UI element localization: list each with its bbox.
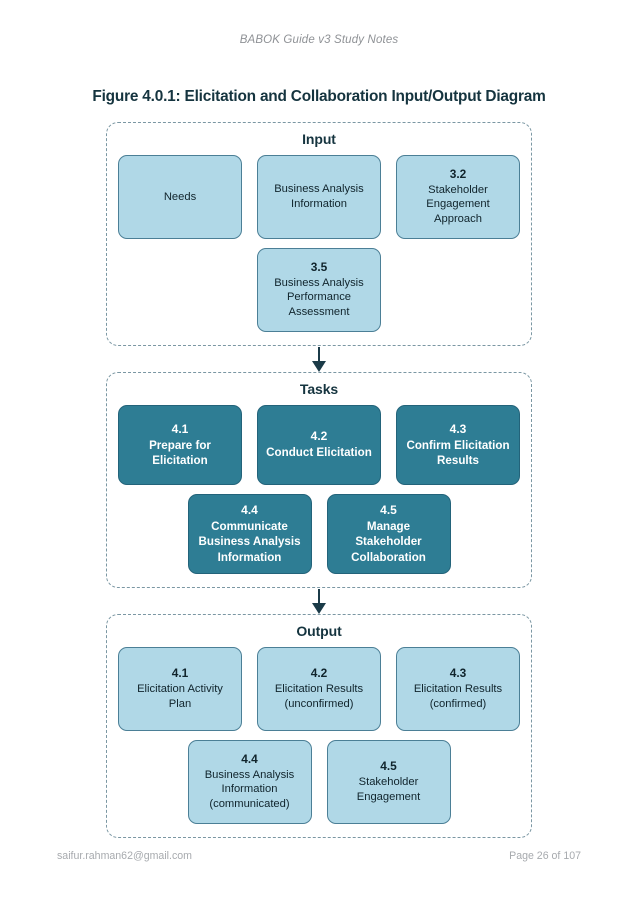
- box-label-line: Stakeholder: [355, 535, 422, 549]
- box-label-line: Elicitation Activity: [137, 683, 223, 696]
- box-number: 4.5: [380, 759, 397, 774]
- box-label-line: Collaboration: [351, 550, 426, 564]
- box-label-line: Approach: [434, 213, 482, 226]
- box-label-line: Communicate: [211, 519, 288, 533]
- flow-arrow-down-icon: [106, 588, 532, 614]
- section-title: Output: [296, 623, 342, 639]
- box-number: 4.3: [449, 666, 467, 681]
- box-label-line: Stakeholder: [358, 776, 419, 789]
- box-label-line: Needs: [163, 190, 197, 203]
- box-label-line: Information: [291, 198, 347, 210]
- figure-title: Figure 4.0.1: Elicitation and Collaborat…: [92, 88, 546, 105]
- box-number: 4.3: [449, 421, 467, 436]
- box-number: 4.5: [380, 503, 397, 518]
- arrow-head: [312, 360, 326, 372]
- box-label-line: Elicitation: [152, 453, 208, 467]
- box-label-line: Plan: [168, 697, 192, 710]
- box-label-line: Business Analysis: [204, 768, 295, 781]
- box-label-line: Performance: [286, 291, 352, 304]
- box-label-line: Elicitation Results: [274, 683, 364, 696]
- section-title: Tasks: [299, 381, 339, 397]
- box-number: 4.4: [241, 751, 258, 766]
- box-label-line: Conduct Elicitation: [266, 446, 372, 460]
- box-label-line: Business Analysis: [274, 183, 364, 196]
- box-label-line: Confirm Elicitation: [406, 438, 510, 452]
- box-label-line: (unconfirmed): [284, 697, 354, 710]
- box-number: 4.2: [310, 429, 328, 444]
- box-number: 4.1: [171, 666, 189, 681]
- box-number: 4.1: [171, 421, 189, 436]
- box-label-line: Assessment: [288, 306, 350, 319]
- box-label-line: Stakeholder: [428, 183, 488, 196]
- arrow-head: [312, 602, 326, 614]
- box-label-line: (confirmed): [429, 697, 487, 710]
- box-number: 3.2: [449, 166, 467, 181]
- box-label-line: Business Analysis: [274, 276, 364, 289]
- page-footer: saifur.rahman62@gmail.com Page 26 of 107: [57, 850, 581, 862]
- box-number: 4.4: [241, 503, 258, 518]
- document-header: BABOK Guide v3 Study Notes: [239, 34, 399, 46]
- box-label-line: Engagement: [356, 790, 421, 803]
- arrow-stem: [318, 588, 320, 604]
- box-label-line: (communicated): [209, 798, 290, 811]
- footer-page-number: Page 26 of 107: [509, 850, 581, 862]
- box-label-line: Information: [221, 783, 278, 796]
- footer-email: saifur.rahman62@gmail.com: [57, 850, 192, 862]
- arrow-stem: [318, 346, 320, 362]
- box-label-line: Prepare for: [149, 438, 211, 452]
- box-label-line: Manage: [366, 519, 411, 533]
- diagram-box[interactable]: Needs: [118, 155, 242, 239]
- box-label-line: Business Analysis: [198, 535, 301, 549]
- box-label-line: Elicitation Results: [413, 683, 503, 696]
- box-number: 3.5: [310, 259, 328, 274]
- flow-arrow-down-icon: [106, 346, 532, 372]
- box-label-line: Engagement: [426, 198, 490, 211]
- section-title: Input: [302, 131, 336, 147]
- box-label-line: Results: [437, 453, 479, 467]
- box-label-line: Information: [217, 550, 282, 564]
- box-number: 4.2: [310, 666, 328, 681]
